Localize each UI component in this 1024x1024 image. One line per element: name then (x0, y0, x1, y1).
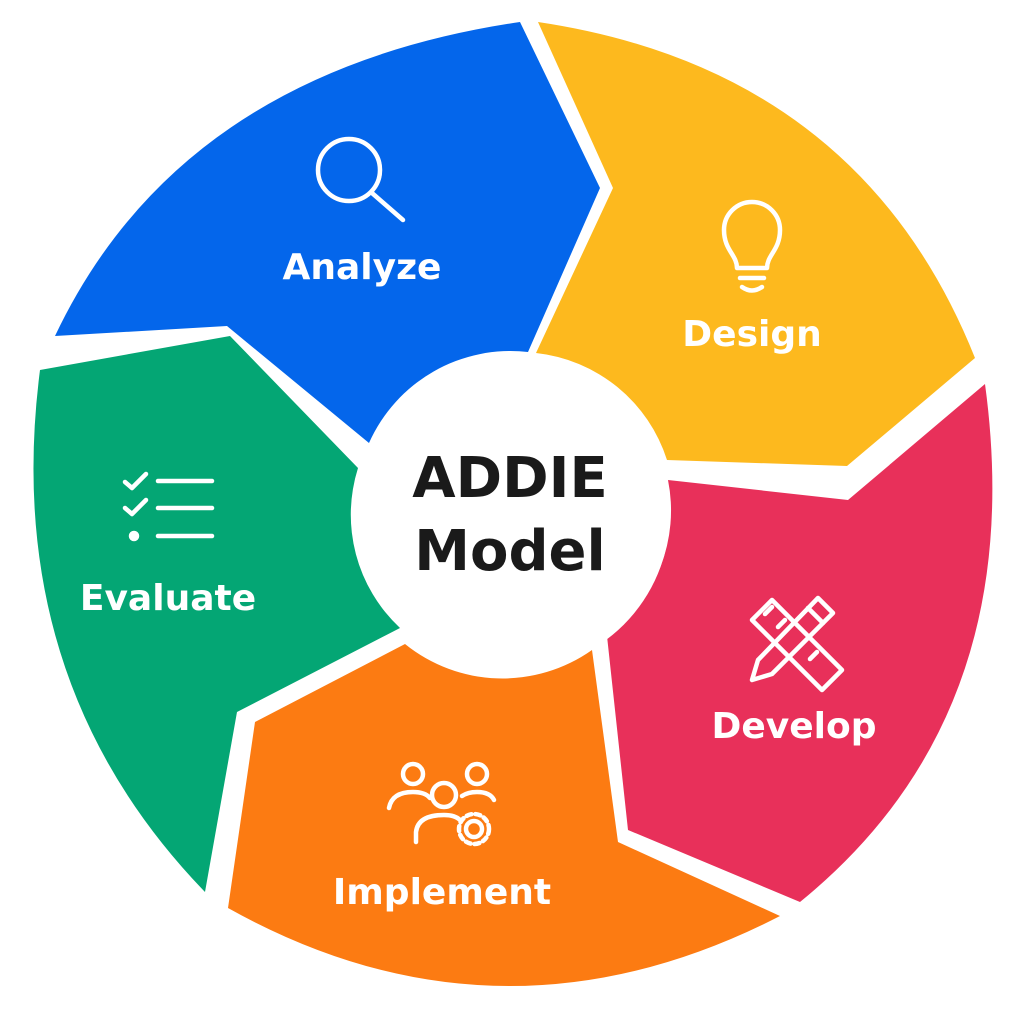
segment-label-evaluate: Evaluate (80, 578, 256, 619)
segment-design (536, 22, 975, 466)
team-gear-icon (386, 761, 497, 847)
segment-label-analyze: Analyze (283, 247, 442, 288)
segment-evaluate (33, 336, 400, 892)
center-circle (354, 355, 670, 671)
segment-label-develop: Develop (711, 706, 876, 747)
magnifier-icon (315, 136, 406, 223)
segment-label-implement: Implement (333, 872, 551, 913)
center-title-line2: Model (414, 519, 605, 584)
segment-develop (607, 384, 993, 902)
pencil-ruler-icon (749, 595, 845, 693)
checklist-icon (122, 471, 215, 542)
segment-analyze (55, 22, 600, 443)
center-title-line1: ADDIE (412, 446, 607, 511)
segment-label-design: Design (682, 314, 821, 355)
segment-implement (228, 644, 780, 987)
lightbulb-icon (721, 199, 783, 293)
